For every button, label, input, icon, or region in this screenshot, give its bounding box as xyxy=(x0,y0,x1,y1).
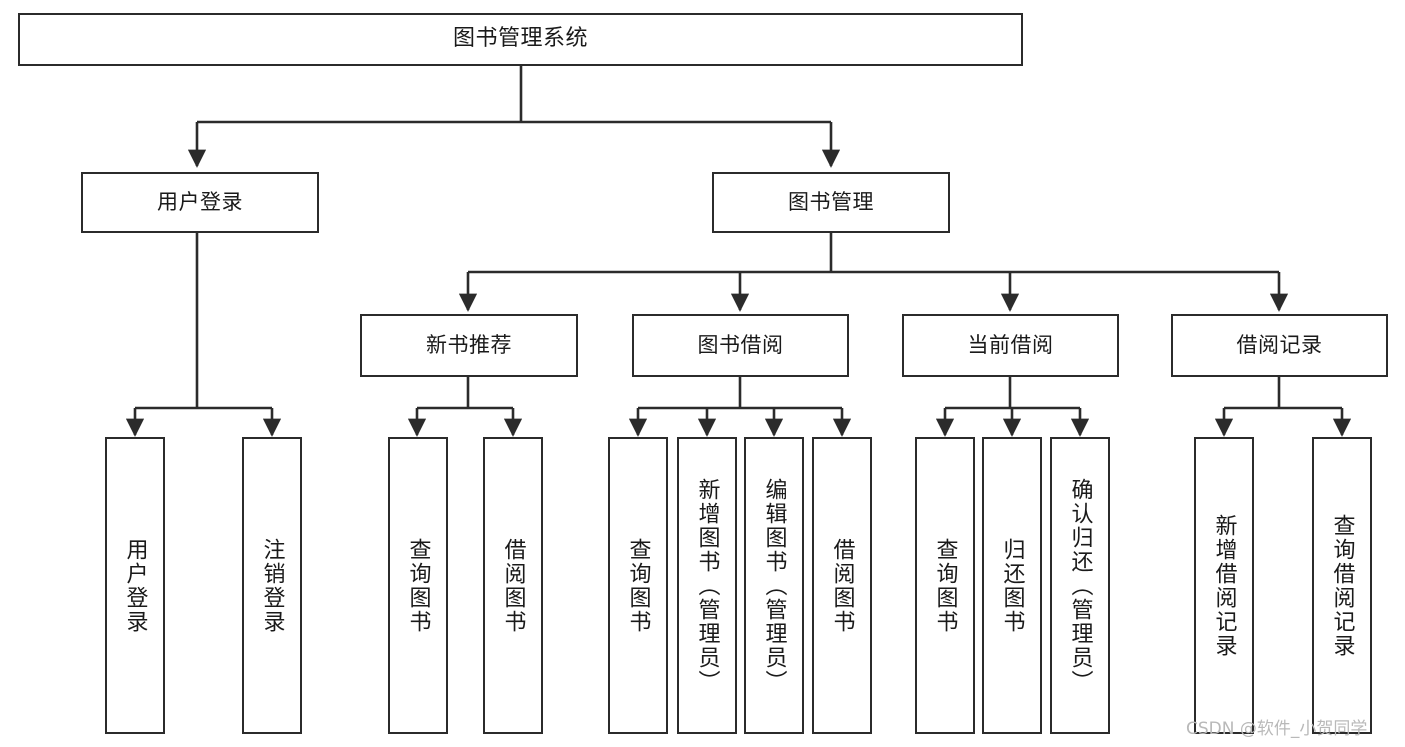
node-user-login[interactable]: 用户登录 xyxy=(81,172,319,233)
node-label: 当前借阅 xyxy=(967,332,1054,357)
node-label: 借阅图书 xyxy=(500,537,526,634)
node-label: 图书管理 xyxy=(788,189,874,214)
node-current-borrow[interactable]: 当前借阅 xyxy=(902,314,1119,377)
node-label: 查询图书 xyxy=(405,537,431,634)
leaf-borrow-borrow-book[interactable]: 借阅图书 xyxy=(812,437,872,734)
node-book-management[interactable]: 图书管理 xyxy=(712,172,950,233)
leaf-record-add-record[interactable]: 新增借阅记录 xyxy=(1194,437,1254,734)
node-label: 新书推荐 xyxy=(426,332,512,357)
node-label: 注销登录 xyxy=(259,537,285,634)
node-book-borrow[interactable]: 图书借阅 xyxy=(632,314,849,377)
node-label: 查询图书 xyxy=(932,537,958,634)
leaf-current-query-book[interactable]: 查询图书 xyxy=(915,437,975,734)
node-new-book-recommend[interactable]: 新书推荐 xyxy=(360,314,578,377)
node-label: 图书借阅 xyxy=(697,332,784,357)
leaf-recommend-query-book[interactable]: 查询图书 xyxy=(388,437,448,734)
node-borrow-record[interactable]: 借阅记录 xyxy=(1171,314,1388,377)
leaf-user-login-logout[interactable]: 注销登录 xyxy=(242,437,302,734)
node-label: 新增借阅记录 xyxy=(1211,513,1237,658)
node-root-system[interactable]: 图书管理系统 xyxy=(18,13,1023,66)
node-label: 查询图书 xyxy=(625,537,651,634)
leaf-user-login-login[interactable]: 用户登录 xyxy=(105,437,165,734)
node-label: 用户登录 xyxy=(122,537,148,634)
leaf-borrow-edit-book[interactable]: 编辑图书（管理员） xyxy=(744,437,804,734)
leaf-record-query-record[interactable]: 查询借阅记录 xyxy=(1312,437,1372,734)
node-label: 图书管理系统 xyxy=(452,26,588,52)
leaf-current-confirm-return[interactable]: 确认归还（管理员） xyxy=(1050,437,1110,734)
node-label: 新增图书（管理员） xyxy=(694,477,720,694)
leaf-borrow-add-book[interactable]: 新增图书（管理员） xyxy=(677,437,737,734)
watermark-text: CSDN @软件_小贺同学 xyxy=(1186,719,1368,739)
node-label: 归还图书 xyxy=(999,537,1025,634)
node-label: 用户登录 xyxy=(157,189,243,214)
leaf-recommend-borrow-book[interactable]: 借阅图书 xyxy=(483,437,543,734)
leaf-current-return-book[interactable]: 归还图书 xyxy=(982,437,1042,734)
node-label: 查询借阅记录 xyxy=(1329,513,1355,658)
node-label: 借阅图书 xyxy=(829,537,855,634)
node-label: 确认归还（管理员） xyxy=(1067,477,1093,694)
node-label: 编辑图书（管理员） xyxy=(761,477,787,694)
leaf-borrow-query-book[interactable]: 查询图书 xyxy=(608,437,668,734)
node-label: 借阅记录 xyxy=(1236,332,1323,357)
